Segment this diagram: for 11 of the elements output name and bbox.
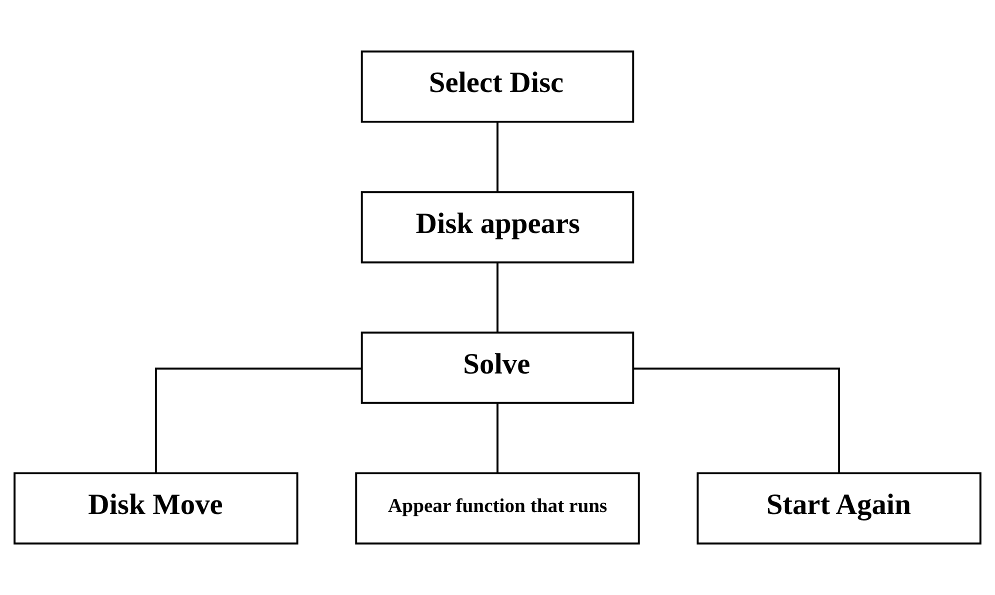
connector (496, 403, 498, 473)
node-box: Start Again (696, 472, 982, 544)
connector (633, 368, 840, 474)
connector (154, 368, 362, 474)
connector (496, 262, 498, 332)
node-box: Appear function that runs (355, 472, 640, 544)
node-box: Select Disc (360, 50, 634, 123)
node-box: Disk Move (14, 472, 298, 544)
node-box: Disk appears (360, 191, 634, 264)
connector (496, 122, 498, 192)
node-box: Solve (360, 332, 634, 404)
